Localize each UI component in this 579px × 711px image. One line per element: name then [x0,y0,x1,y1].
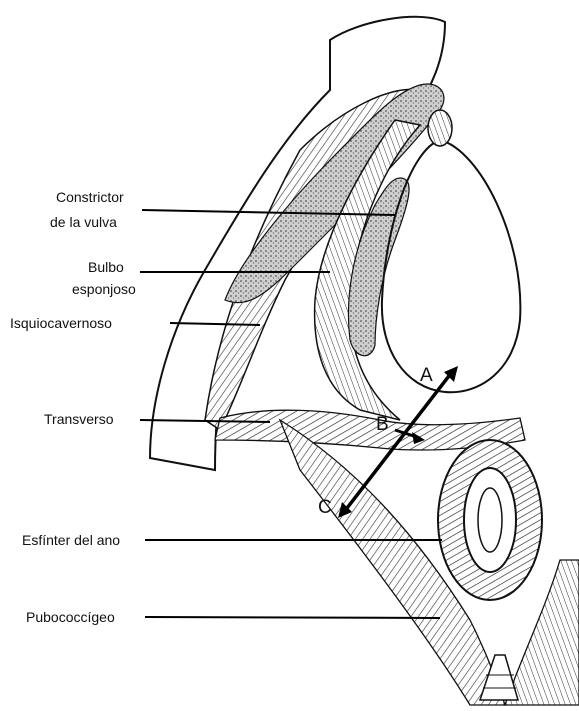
label-esfinter: Esfínter del ano [22,532,120,548]
clitoris [428,110,452,146]
label-isquiocavernoso: Isquiocavernoso [10,315,112,331]
leader-pubococ [145,617,440,618]
marker-b: B [376,414,389,435]
label-constrictor-line1: Constrictor [56,189,124,205]
label-constrictor-line2: de la vulva [50,214,117,230]
label-transverso: Transverso [44,411,114,427]
marker-a: A [420,365,433,386]
label-pubococcigeo: Pubococcígeo [26,609,115,625]
anal-canal-inner [478,488,502,552]
marker-c: C [318,497,332,518]
label-bulbo-line2: esponjoso [72,281,136,297]
label-bulbo-line1: Bulbo [88,259,124,275]
